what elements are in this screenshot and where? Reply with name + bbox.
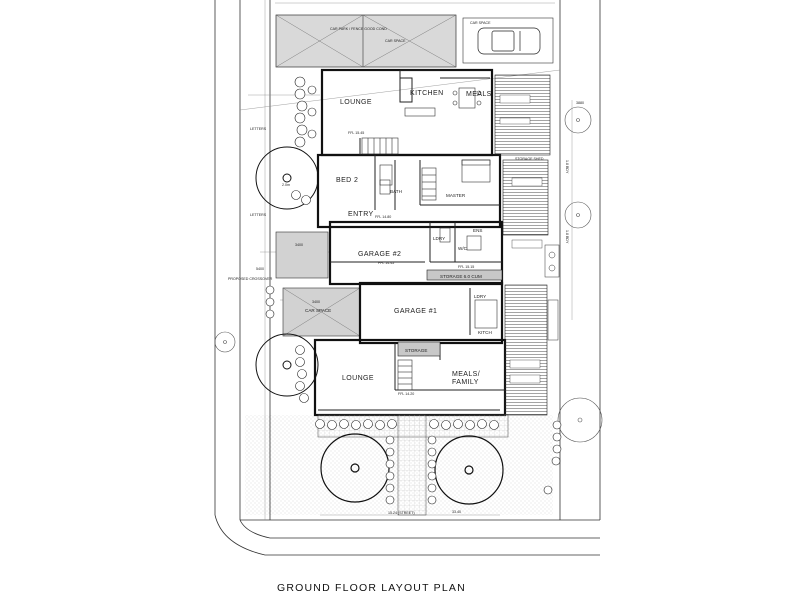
room-label-master: MASTER (446, 193, 466, 198)
label-dim-5400: 5400 (256, 267, 264, 271)
east-fence-details (544, 244, 560, 341)
label-dim-3400b: 3400 (312, 300, 320, 304)
deck-upper (494, 74, 551, 156)
label-proposed-crossover: PROPOSED CROSSOVER (228, 277, 273, 281)
label-car-space-top-right: CAR SPACE (385, 39, 406, 43)
lower-stairs (397, 359, 413, 391)
garage2-driveway (275, 231, 329, 279)
room-label-bed2: BED 2 (336, 177, 358, 184)
upper-interior-walls (330, 69, 502, 263)
label-dim-3880: 3880 (576, 101, 584, 105)
deck-lower (504, 284, 548, 416)
shrub-hedges (265, 76, 562, 505)
tree-icon (255, 333, 319, 397)
room-label-storage-lower: STORAGE (405, 348, 427, 353)
room-label-ldry-upper: LDRY (433, 236, 445, 241)
label-boundary-top: CAR PARK / FENCE GOOD COND (330, 27, 387, 31)
label-ffl-garage2: FFL 14.45 (378, 261, 394, 265)
room-label-kitchen: KITCHEN (410, 90, 444, 97)
label-ffl-ldry: FFL 15.15 (458, 265, 474, 269)
room-label-ldry-lower: LDRY (474, 294, 486, 299)
deck-tags (499, 94, 543, 384)
tree-icon (434, 435, 504, 505)
plan-title: GROUND FLOOR LAYOUT PLAN (277, 582, 466, 594)
car-space-mid (282, 287, 361, 337)
tree-icon (214, 106, 603, 443)
label-dim-3400: 3400 (295, 243, 303, 247)
top-car-space (275, 14, 554, 68)
street-kerb (214, 514, 600, 556)
room-label-wc: W/C (458, 246, 468, 251)
room-label-kitch-lower: KITCH (478, 330, 492, 335)
room-label-storage-upper: STORAGE 6.0 CUM (440, 274, 482, 279)
site-boundary (214, 0, 601, 521)
car-icon (477, 27, 541, 55)
room-label-entry: ENTRY (348, 211, 374, 218)
label-letters-2: LETTERS (250, 213, 267, 217)
label-bottom-dim: 15.24 (STREET) (388, 511, 415, 515)
tree-icon (255, 146, 319, 210)
label-storage-shed: STORAGE SHED (515, 157, 544, 161)
room-label-lounge-upper: LOUNGE (340, 99, 372, 106)
label-ffl-lounge-upper: FFL 15.45 (348, 131, 364, 135)
lower-storage (397, 341, 441, 357)
front-path (397, 414, 427, 516)
deck-middle (502, 159, 549, 236)
upper-storage-strip (426, 269, 503, 281)
upper-stairs (361, 137, 437, 201)
lower-kitchen-bench (474, 299, 498, 329)
room-label-meals-upper: MEALS (466, 91, 492, 98)
room-label-meals-family-1: MEALS/ (452, 371, 480, 378)
room-label-garage1: GARAGE #1 (394, 308, 437, 315)
room-label-meals-family-2: FAMILY (452, 379, 479, 386)
label-car-space-mid: CAR SPACE (305, 308, 331, 313)
room-label-garage2: GARAGE #2 (358, 251, 401, 258)
label-ffl-lower: FFL 14.20 (398, 392, 414, 396)
label-side-dim-1: 1.8 BDY (565, 160, 569, 174)
room-label-bath: BATH (390, 189, 402, 194)
room-label-lounge-lower: LOUNGE (342, 375, 374, 382)
label-letters: LETTERS (250, 127, 267, 131)
label-area: 2.0m (282, 183, 290, 187)
room-label-ens: ENS (473, 228, 482, 233)
upper-fixtures (379, 87, 491, 251)
label-dim-33-40: 33.40 (452, 510, 461, 514)
label-car-space-top: CAR SPACE (470, 21, 491, 25)
label-side-dim-2: 1.8 BDY (565, 230, 569, 244)
label-ffl-entry: FFL 14.80 (375, 215, 391, 219)
